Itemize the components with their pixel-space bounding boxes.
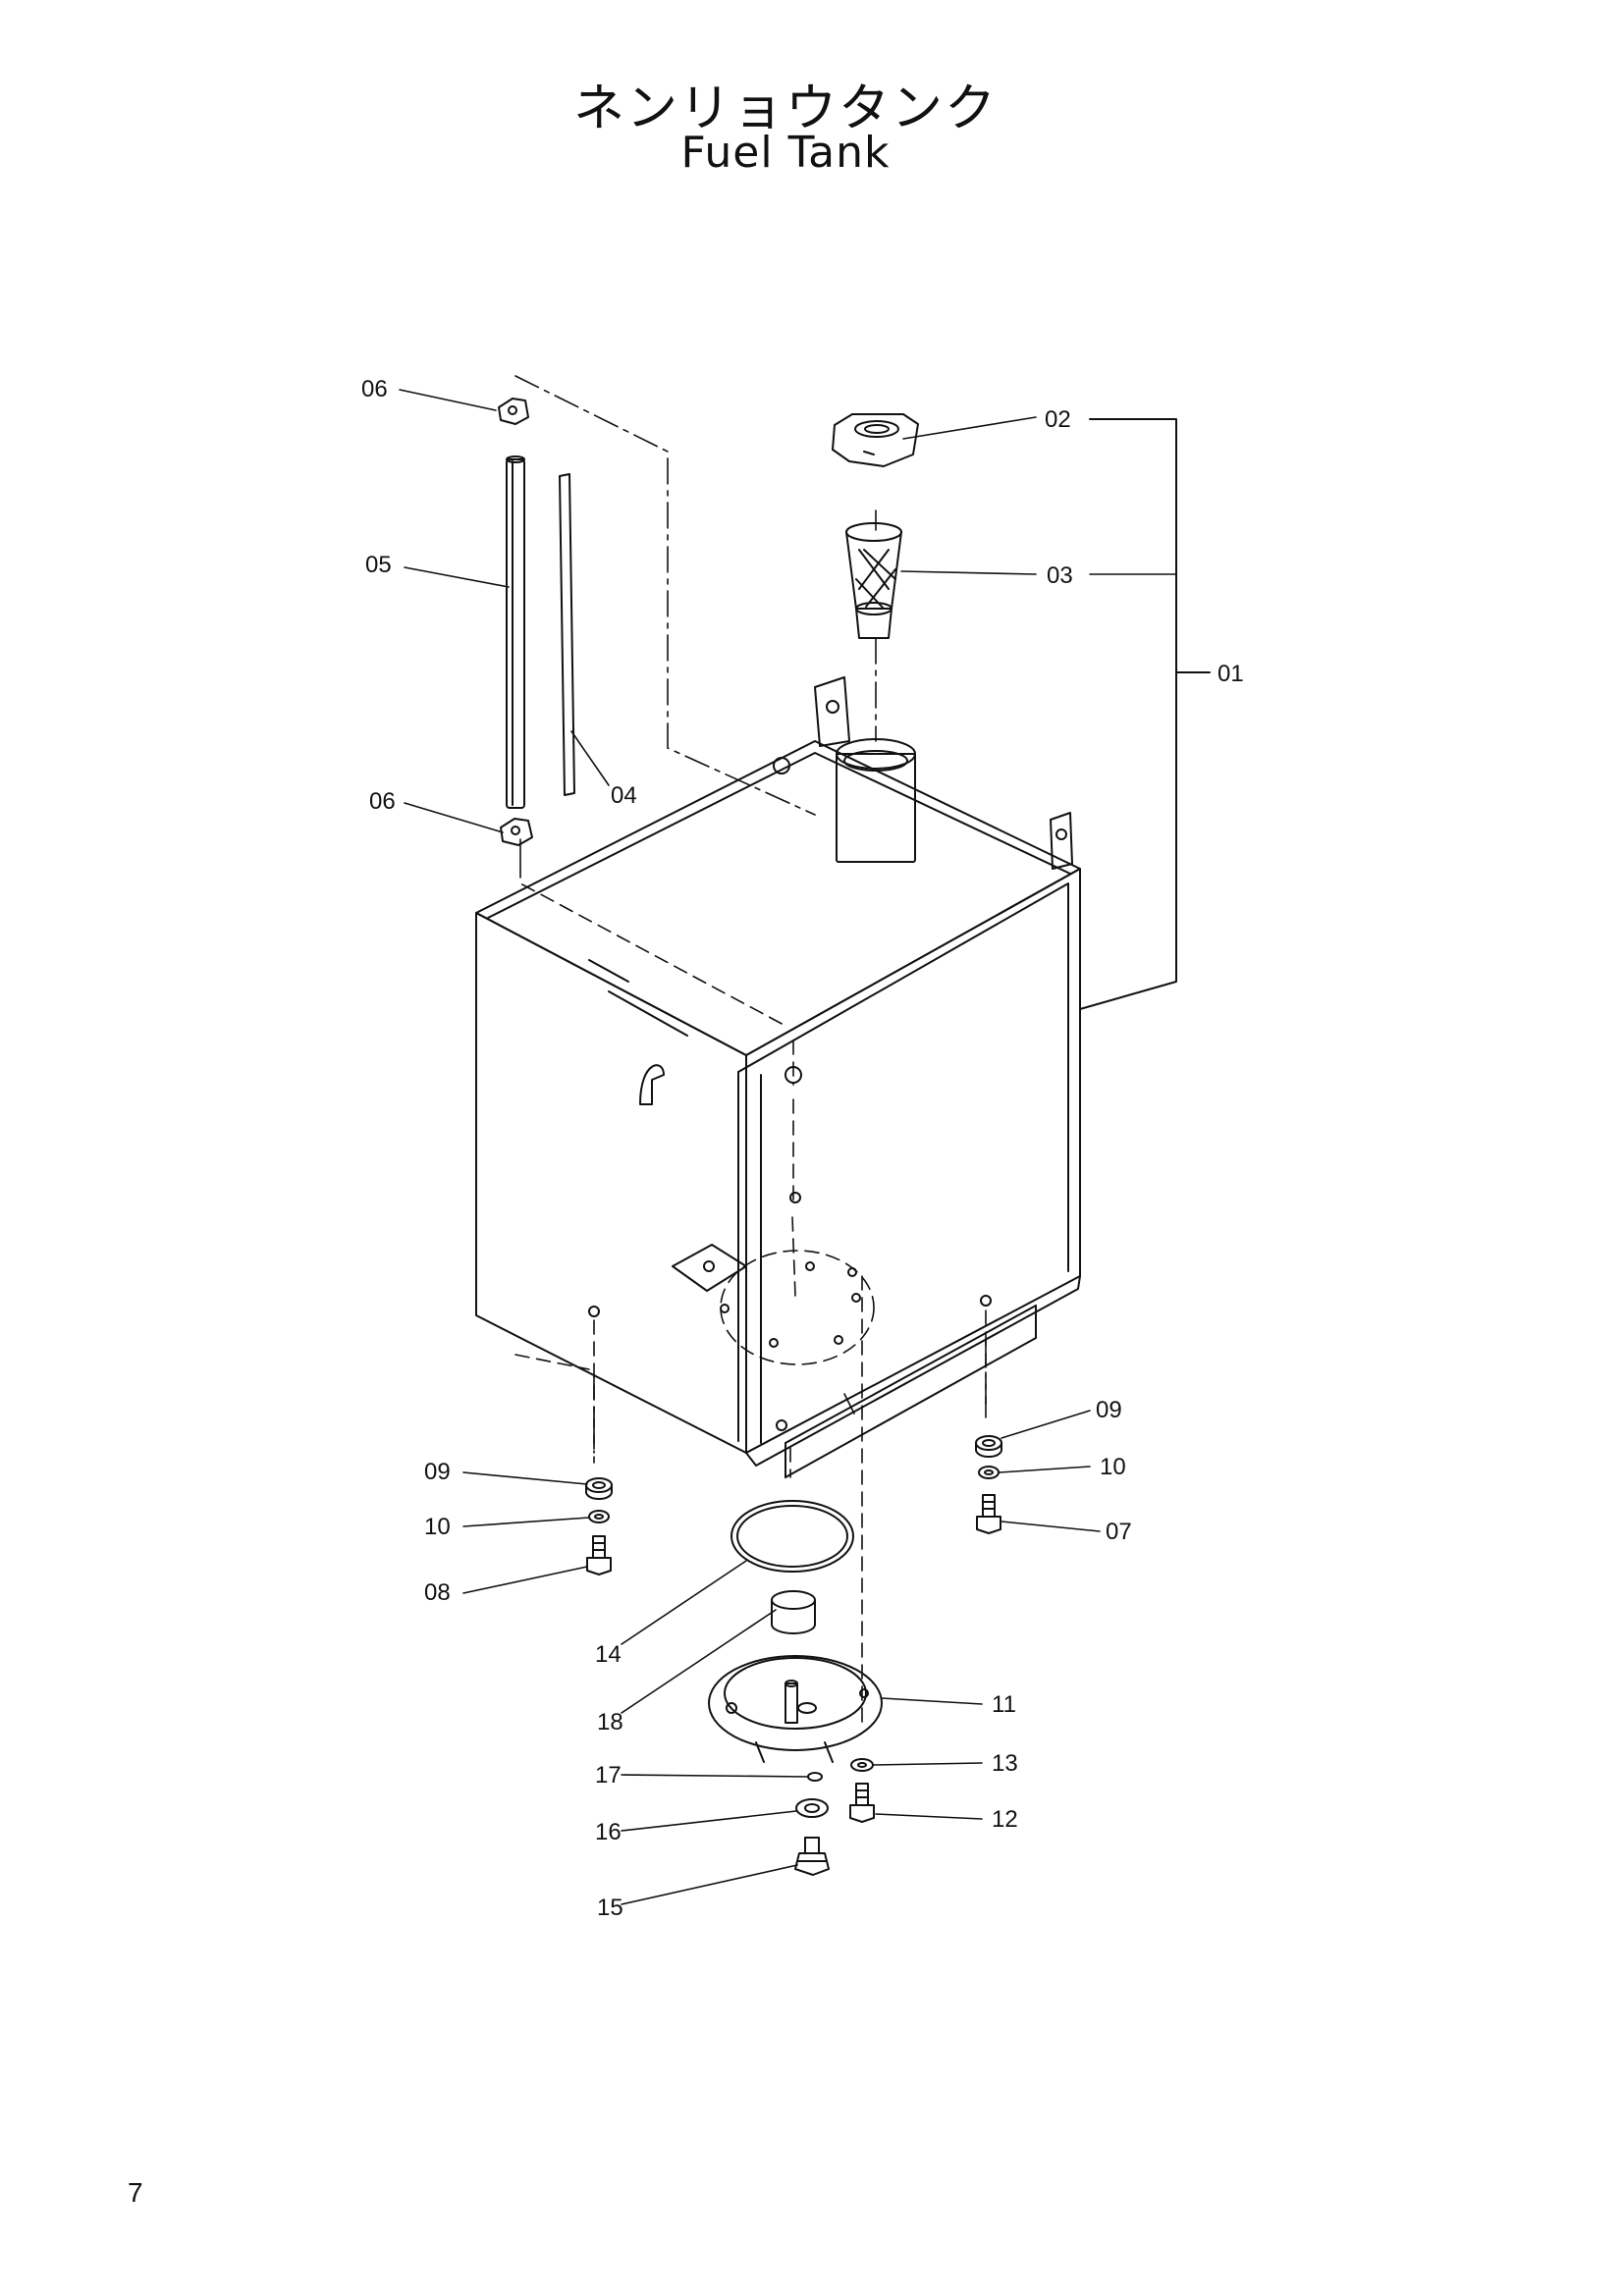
part-11-cover-plate [708, 1655, 883, 1763]
part-10-lock-washer-left [588, 1510, 610, 1523]
leader-lines [399, 389, 1177, 1905]
part-02-fuel-cap [832, 413, 919, 467]
callout-09-left: 09 [424, 1459, 451, 1485]
callout-16: 16 [595, 1819, 622, 1845]
part-15-drain-plug [794, 1837, 830, 1876]
part-04-gauge-plate [559, 473, 575, 796]
part-09-washer-right [975, 1435, 1002, 1458]
callout-03: 03 [1047, 562, 1073, 589]
hidden-lines [514, 863, 987, 1729]
callout-05: 05 [365, 552, 392, 578]
callout-10-left: 10 [424, 1514, 451, 1540]
callout-11: 11 [992, 1691, 1016, 1718]
callout-07: 07 [1106, 1519, 1132, 1545]
part-03-strainer [845, 522, 902, 639]
callout-12: 12 [992, 1806, 1018, 1833]
callout-10-right: 10 [1100, 1454, 1126, 1480]
part-09-washer-left [585, 1477, 613, 1500]
part-06-gauge-cap-upper [498, 398, 529, 425]
callout-06-lower: 06 [369, 788, 396, 815]
part-16-seal-washer [795, 1798, 829, 1818]
callout-04: 04 [611, 782, 637, 809]
callout-01: 01 [1217, 661, 1244, 687]
part-08-bolt-left [586, 1535, 612, 1575]
part-17-small-o-ring [807, 1772, 823, 1782]
part-07-bolt-right [976, 1494, 1001, 1534]
callout-17: 17 [595, 1762, 622, 1789]
part-05-level-gauge-tube [506, 455, 525, 809]
callout-13: 13 [992, 1750, 1018, 1777]
part-13-washer [850, 1758, 874, 1772]
callout-02: 02 [1045, 406, 1071, 433]
callout-09-right: 09 [1096, 1397, 1122, 1423]
fuel-tank-body [475, 676, 1081, 1478]
title-japanese: ネンリョウタンク [572, 80, 998, 138]
part-10-lock-washer-right [978, 1466, 1000, 1479]
callout-06-upper: 06 [361, 376, 388, 402]
part-14-o-ring [730, 1500, 854, 1573]
callout-15: 15 [597, 1895, 623, 1921]
callout-18: 18 [597, 1709, 623, 1735]
callout-08: 08 [424, 1579, 451, 1606]
title-english: Fuel Tank [680, 128, 891, 178]
part-12-bolt [849, 1783, 875, 1823]
page-number: 7 [128, 2177, 143, 2208]
part-06-gauge-cap-lower [500, 818, 533, 846]
center-lines [514, 375, 987, 1454]
part-18-magnet [771, 1590, 816, 1634]
callout-14: 14 [595, 1641, 622, 1668]
group-bracket-01 [1079, 418, 1177, 1010]
